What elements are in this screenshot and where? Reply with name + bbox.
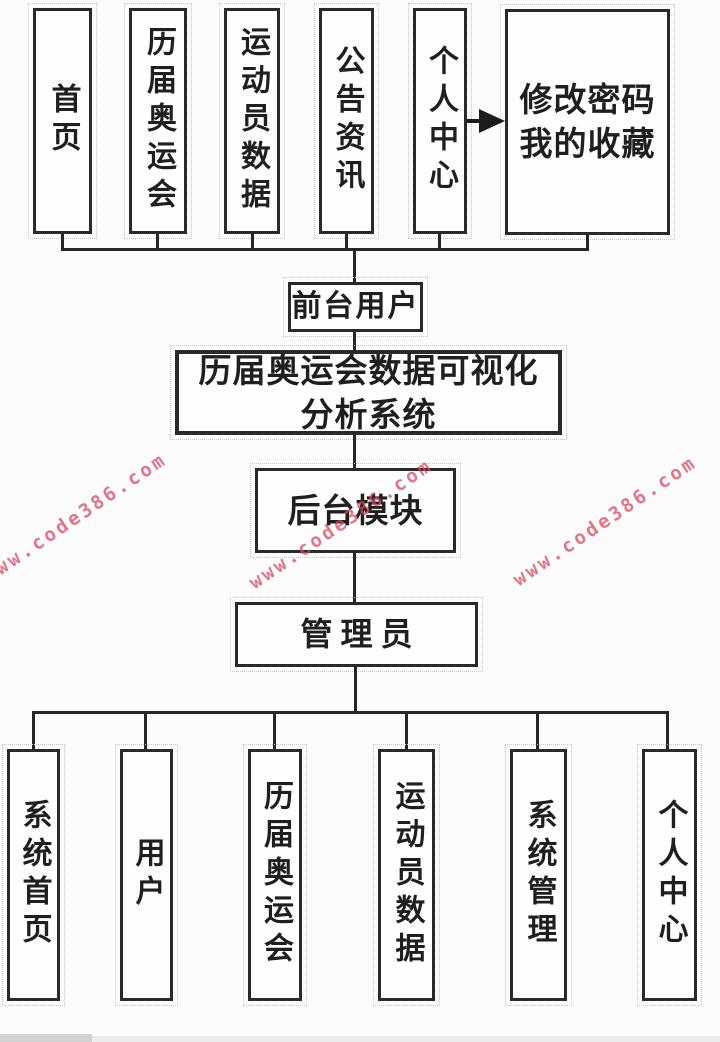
connector-stub-admin-1 [32, 711, 35, 749]
watermark-text-left: www.code386.com [0, 448, 171, 588]
front-user-label: 前台用户 [291, 290, 420, 324]
connector-stub-admin-3 [273, 711, 276, 749]
node-system-title: 历届奥运会数据可视化 分析系统 [170, 345, 567, 440]
node-front-athlete-data: 运动员数据 [219, 3, 285, 239]
node-front-olympics: 历届奥运会 [124, 3, 192, 239]
system-title-line1: 历届奥运会数据可视化 [198, 351, 539, 389]
node-front-home: 首页 [28, 3, 97, 239]
arrow-shaft [467, 119, 483, 123]
connector-stub-admin-4 [405, 711, 408, 749]
node-admin-system-mgmt: 系统管理 [505, 744, 572, 1006]
connector-stub-front-1 [61, 233, 64, 250]
node-front-user: 前台用户 [283, 277, 428, 337]
connector-system-to-backend [353, 435, 356, 468]
node-front-personal-center: 个人中心 [408, 3, 472, 239]
connector-stub-admin-5 [536, 711, 539, 749]
detail-line-change-password: 修改密码 [519, 81, 656, 119]
arrow-right-icon [479, 109, 505, 133]
node-admin-athlete-data: 运动员数据 [373, 744, 440, 1006]
node-admin: 管理员 [230, 597, 483, 672]
node-admin-system-home: 系统首页 [2, 744, 65, 1006]
connector-stub-front-2 [156, 233, 159, 250]
connector-admin-to-bus [354, 667, 357, 714]
connector-bus-top [61, 248, 589, 251]
connector-bus-bottom [32, 711, 669, 714]
admin-label: 管理员 [300, 616, 421, 653]
watermark-text-right: www.code386.com [509, 451, 701, 591]
connector-stub-front-3 [251, 233, 254, 250]
node-personal-center-detail: 修改密码 我的收藏 [500, 4, 675, 240]
system-title-line2: 分析系统 [300, 395, 437, 433]
node-admin-olympics: 历届奥运会 [243, 744, 307, 1006]
connector-stub-admin-2 [144, 711, 147, 749]
node-front-announcements: 公告资讯 [314, 3, 379, 239]
connector-stub-admin-6 [666, 711, 669, 749]
node-admin-users: 用户 [115, 744, 178, 1006]
connector-stub-front-5 [438, 233, 441, 250]
connector-stub-front-6 [586, 235, 589, 250]
bottom-scan-band [0, 1036, 720, 1042]
node-admin-personal-center: 个人中心 [637, 744, 702, 1006]
detail-line-my-favorites: 我的收藏 [519, 125, 656, 162]
bottom-scan-chip [0, 1034, 92, 1042]
connector-stub-front-4 [345, 233, 348, 250]
node-backend-module: 后台模块 [250, 463, 461, 558]
connector-backend-to-admin [353, 553, 356, 602]
connector-bus-to-front-user [353, 248, 356, 284]
backend-module-label: 后台模块 [287, 491, 424, 529]
connector-front-user-to-system [353, 332, 356, 350]
